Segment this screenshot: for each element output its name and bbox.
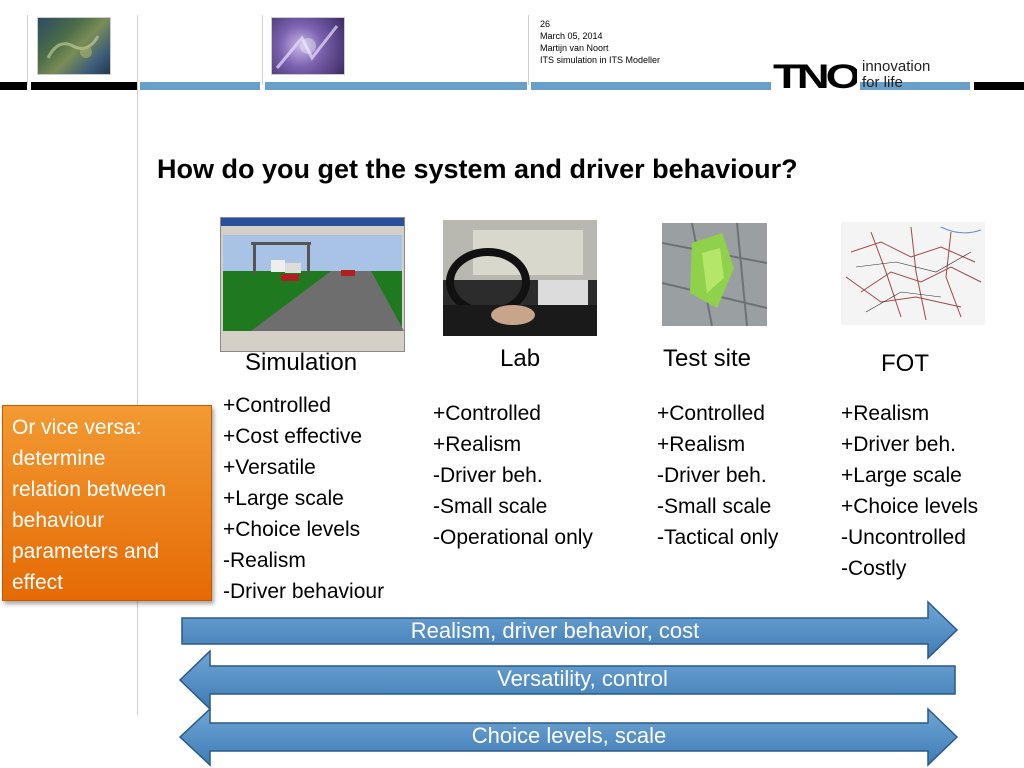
- svg-text:TNO: TNO: [773, 61, 857, 91]
- list-item: +Choice levels: [841, 495, 979, 518]
- list-item: +Versatile: [223, 456, 316, 479]
- slide-subtitle: ITS simulation in ITS Modeller: [540, 55, 661, 65]
- header-bar: [0, 82, 27, 90]
- header-divider: [262, 15, 263, 85]
- column-label-fot: FOT: [881, 350, 929, 377]
- list-item: +Realism: [433, 433, 522, 456]
- column-label-test-site: Test site: [663, 345, 752, 372]
- column-label-simulation: Simulation: [245, 349, 358, 376]
- list-item: -Operational only: [433, 526, 593, 549]
- tagline-line1: innovation: [862, 58, 931, 75]
- header-bar: [31, 82, 137, 90]
- tno-tagline: innovation for life: [862, 59, 930, 91]
- road-network-map-icon: [841, 222, 985, 325]
- callout-line: determine: [12, 447, 106, 470]
- list-item: -Uncontrolled: [841, 526, 966, 549]
- vice-versa-callout: Or vice versa: determine relation betwee…: [2, 405, 212, 601]
- list-item: +Controlled: [433, 402, 541, 425]
- list-item: +Large scale: [841, 464, 962, 487]
- list-item: +Driver beh.: [841, 433, 956, 456]
- list-item: +Realism: [841, 402, 930, 425]
- list-item: -Small scale: [433, 495, 548, 518]
- callout-line: behaviour: [12, 509, 105, 532]
- list-item: +Controlled: [657, 402, 765, 425]
- list-item: -Driver behaviour: [223, 580, 385, 603]
- driving-simulator-photo-icon: [443, 220, 597, 336]
- lab-list: +Controlled +Realism -Driver beh. -Small…: [433, 398, 593, 553]
- list-item: -Small scale: [657, 495, 772, 518]
- simulation-list: +Controlled +Cost effective +Versatile +…: [223, 390, 384, 607]
- list-item: +Controlled: [223, 394, 331, 417]
- callout-line: relation between: [12, 478, 167, 501]
- list-item: +Cost effective: [223, 425, 363, 448]
- satellite-map-thumbnail-icon: [38, 18, 110, 74]
- simulation-screenshot-icon: [220, 217, 405, 352]
- list-item: +Large scale: [223, 487, 344, 510]
- list-item: +Realism: [657, 433, 746, 456]
- double-arrow-shape: [178, 707, 959, 767]
- header-bar: [974, 82, 1024, 90]
- list-item: -Tactical only: [657, 526, 779, 549]
- tno-logo: TNO: [773, 61, 857, 91]
- list-item: +Choice levels: [223, 518, 361, 541]
- column-label-lab: Lab: [500, 345, 541, 372]
- header-divider: [27, 15, 28, 85]
- test-site-list: +Controlled +Realism -Driver beh. -Small…: [657, 398, 778, 553]
- list-item: -Realism: [223, 549, 306, 572]
- callout-line: parameters and: [12, 540, 160, 563]
- left-arrow-shape: [178, 649, 956, 711]
- test-site-aerial-photo-icon: [662, 223, 767, 326]
- callout-line: Or vice versa:: [12, 416, 142, 439]
- slide-author: Martijn van Noort: [540, 43, 609, 53]
- page-title: How do you get the system and driver beh…: [157, 154, 798, 184]
- list-item: -Driver beh.: [657, 464, 767, 487]
- slide-date: March 05, 2014: [540, 31, 603, 41]
- tagline-line2: for life: [862, 74, 903, 91]
- slide-number: 26: [540, 19, 551, 29]
- list-item: -Costly: [841, 557, 907, 580]
- header-bar-blue: [531, 82, 771, 90]
- arrow-label-versatility: Versatility, control: [497, 666, 668, 691]
- callout-line: effect: [12, 571, 63, 594]
- arrow-label-choice-levels: Choice levels, scale: [471, 723, 667, 748]
- header-bar-blue: [140, 82, 260, 90]
- left-margin-line: [137, 15, 138, 715]
- header-divider: [528, 15, 529, 85]
- header-bar-blue: [265, 82, 527, 90]
- abstract-image-thumbnail-icon: [272, 18, 344, 74]
- right-arrow-shape: [181, 600, 959, 660]
- arrow-label-realism: Realism, driver behavior, cost: [410, 618, 700, 643]
- list-item: -Driver beh.: [433, 464, 543, 487]
- header-bar-blue: [860, 82, 970, 90]
- fot-list: +Realism +Driver beh. +Large scale +Choi…: [841, 398, 978, 584]
